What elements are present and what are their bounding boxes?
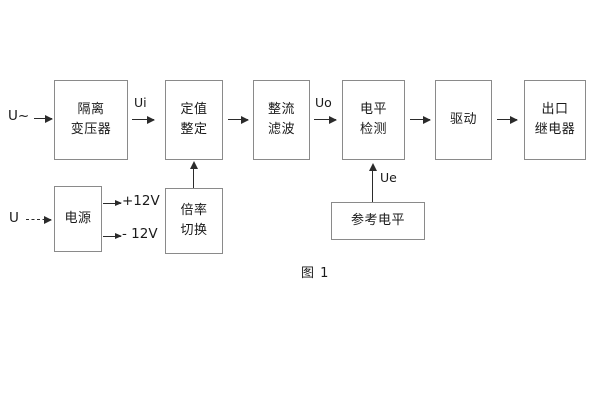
figure-caption: 图 1 bbox=[301, 266, 330, 281]
block-isolation-transformer: 隔离 变压器 bbox=[54, 80, 128, 160]
arrow-reference-level-to-level-detection bbox=[368, 163, 377, 202]
block-setting-value-line2: 整定 bbox=[180, 122, 208, 137]
block-reference-level: 参考电平 bbox=[331, 202, 425, 240]
block-output-relay-line1: 出口 bbox=[541, 102, 569, 118]
block-power-supply-line1: 电源 bbox=[64, 211, 92, 227]
block-setting-value: 定值 整定 bbox=[165, 80, 223, 160]
arrow-isolation-transformer-to-setting-value bbox=[132, 115, 155, 124]
block-level-detection-line1: 电平 bbox=[359, 102, 387, 118]
block-ratio-switch-line1: 倍率 bbox=[180, 203, 208, 219]
block-isolation-transformer-line1: 隔离 bbox=[77, 102, 105, 118]
block-level-detection-line2: 检测 bbox=[359, 122, 387, 137]
arrow-ac-input-to-isolation-transformer bbox=[34, 114, 53, 123]
arrow-dc-input-to-power-supply bbox=[26, 216, 52, 224]
block-rectify-filter: 整流 滤波 bbox=[253, 80, 310, 160]
dc-input-label: U bbox=[9, 210, 19, 226]
block-rectify-filter-line2: 滤波 bbox=[267, 122, 295, 137]
block-drive-line1: 驱动 bbox=[449, 112, 477, 128]
signal-label-ui: Ui bbox=[134, 95, 147, 110]
block-rectify-filter-line1: 整流 bbox=[267, 102, 295, 118]
ac-input-label: U~ bbox=[8, 108, 30, 124]
block-level-detection: 电平 检测 bbox=[342, 80, 405, 160]
block-isolation-transformer-line2: 变压器 bbox=[70, 122, 112, 137]
block-setting-value-line1: 定值 bbox=[180, 102, 208, 118]
block-reference-level-line1: 参考电平 bbox=[350, 213, 405, 229]
signal-label-uo: Uo bbox=[315, 95, 332, 110]
block-output-relay: 出口 继电器 bbox=[524, 80, 586, 160]
block-ratio-switch: 倍率 切换 bbox=[165, 188, 223, 254]
arrow-ratio-switch-to-setting-value bbox=[189, 161, 198, 188]
arrow-drive-to-output-relay bbox=[497, 115, 518, 124]
block-drive: 驱动 bbox=[435, 80, 492, 160]
arrow-level-detection-to-drive bbox=[410, 115, 431, 124]
arrow-setting-value-to-rectify-filter bbox=[228, 115, 249, 124]
block-ratio-switch-line2: 切换 bbox=[180, 223, 208, 238]
arrow-power-supply-pos12v bbox=[103, 199, 122, 206]
block-output-relay-line2: 继电器 bbox=[534, 122, 576, 137]
signal-label-pos12v: +12V bbox=[122, 193, 160, 209]
arrow-power-supply-neg12v bbox=[103, 232, 122, 239]
signal-label-neg12v: - 12V bbox=[122, 226, 158, 242]
block-power-supply: 电源 bbox=[54, 186, 102, 252]
arrow-rectify-filter-to-level-detection bbox=[314, 115, 337, 124]
signal-label-ue: Ue bbox=[380, 170, 397, 185]
